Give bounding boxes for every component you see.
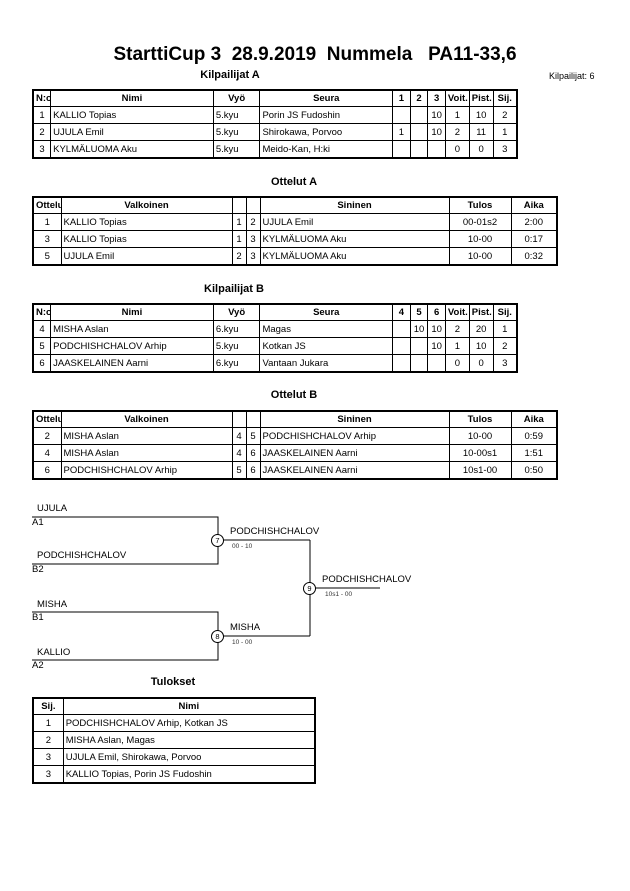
table-cell: 5.kyu — [212, 337, 261, 355]
table-cell: 1 — [392, 123, 411, 141]
table-cell: 1 — [32, 714, 64, 732]
table-cell: KYLMÄLUOMA Aku — [259, 247, 450, 266]
table-cell: 5.kyu — [212, 140, 261, 159]
table-cell: KYLMÄLUOMA Aku — [50, 140, 214, 159]
match-score: 10 - 00 — [232, 639, 253, 646]
table-cell: 0 — [444, 354, 470, 373]
bracket-entry-name: MISHA — [37, 599, 68, 610]
final-winner: PODCHISHCHALOV — [322, 574, 412, 585]
matches-a-heading: Ottelut A — [270, 176, 318, 188]
table-cell: JAASKELAINEN Aarni — [50, 354, 214, 373]
table-cell: 10 — [468, 337, 494, 355]
table-cell: 1:51 — [510, 444, 558, 462]
table-cell: KALLIO Topias — [60, 230, 233, 248]
table-header-row: Sij.Nimi — [32, 697, 316, 715]
table-cell: Meido-Kan, H:ki — [259, 140, 394, 159]
table-cell: JAASKELAINEN Aarni — [259, 444, 450, 462]
match-score: 10s1 - 00 — [325, 591, 353, 598]
table-cell: 0:50 — [510, 461, 558, 480]
bracket-entry-name: UJULA — [37, 503, 68, 514]
table-cell: 10-00s1 — [448, 444, 512, 462]
table-cell: 0:59 — [510, 427, 558, 445]
competitor-count: Kilpailijat: 6 — [549, 71, 595, 81]
column-header: Nimi — [62, 697, 316, 715]
page-title: StarttiCup 3 28.9.2019 Nummela PA11-33,6 — [113, 44, 517, 65]
table-cell: Kotkan JS — [259, 337, 394, 355]
table-cell: UJULA Emil, Shirokawa, Porvoo — [62, 748, 316, 766]
bracket-entry-seed: A2 — [32, 660, 44, 671]
table-cell: JAASKELAINEN Aarni — [259, 461, 450, 480]
table-cell: Vantaan Jukara — [259, 354, 394, 373]
table-cell: 2 — [231, 247, 247, 266]
table-cell: 1 — [492, 123, 518, 141]
table-cell: MISHA Aslan, Magas — [62, 731, 316, 749]
semifinal-winner: MISHA — [230, 622, 261, 633]
table-cell: 3 — [492, 140, 518, 159]
table-cell: 1 — [231, 230, 247, 248]
table-cell: 5 — [231, 461, 247, 480]
match-number-badge: 8 — [211, 630, 224, 643]
table-cell: Shirokawa, Porvoo — [259, 123, 394, 141]
results-heading: Tulokset — [150, 676, 196, 688]
match-number-badge: 7 — [211, 534, 224, 547]
table-cell: KALLIO Topias, Porin JS Fudoshin — [62, 765, 316, 784]
match-number-badge: 9 — [303, 582, 316, 595]
table-cell: 0 — [444, 140, 470, 159]
table-cell: 3 — [32, 765, 64, 784]
semifinal-winner: PODCHISHCHALOV — [230, 526, 320, 537]
match-score: 00 - 10 — [232, 543, 253, 550]
table-cell: PODCHISHCHALOV Arhip — [50, 337, 214, 355]
bracket-entry-seed: B2 — [32, 564, 44, 575]
table-cell: 3 — [492, 354, 518, 373]
table-cell: 0:17 — [510, 230, 558, 248]
table-cell: MISHA Aslan — [60, 444, 233, 462]
bracket-entry-name: KALLIO — [37, 647, 71, 658]
bracket-entry-seed: B1 — [32, 612, 44, 623]
table-cell: KYLMÄLUOMA Aku — [259, 230, 450, 248]
bracket-entry-name: PODCHISHCHALOV — [37, 550, 127, 561]
table-cell: 2 — [32, 731, 64, 749]
table-cell: UJULA Emil — [50, 123, 214, 141]
table-cell: 3 — [32, 140, 52, 159]
table-cell: 3 — [32, 748, 64, 766]
table-cell: PODCHISHCHALOV Arhip, Kotkan JS — [62, 714, 316, 732]
column-header: Sij. — [32, 697, 64, 715]
matches-b-heading: Ottelut B — [270, 389, 318, 401]
pool-b-heading: Kilpailijat B — [204, 283, 264, 295]
bracket-entry-seed: A1 — [32, 517, 44, 528]
table-cell: 2 — [444, 123, 470, 141]
table-cell: 10s1-00 — [448, 461, 512, 480]
pool-a-heading: Kilpailijat A — [200, 69, 260, 81]
table-cell: 0:32 — [510, 247, 558, 266]
table-cell: 1 — [444, 337, 470, 355]
column-header: Aika — [510, 410, 558, 428]
table-cell: 2 — [492, 337, 518, 355]
